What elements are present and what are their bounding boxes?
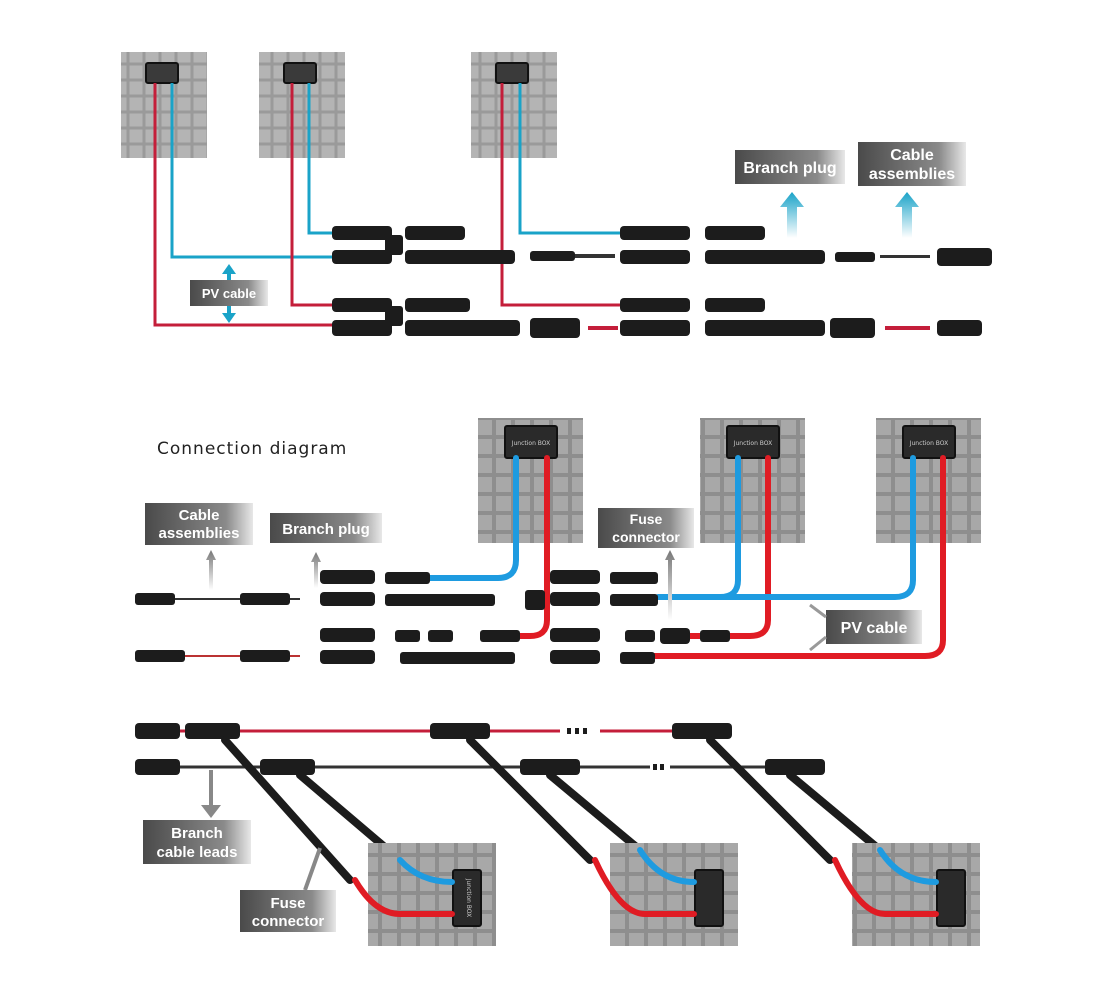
positive-wire xyxy=(592,857,697,917)
svg-text:Branch plug: Branch plug xyxy=(282,521,370,538)
svg-text:Cable: Cable xyxy=(890,147,934,164)
connectors-row xyxy=(135,570,730,664)
solar-panel: Junction BOX xyxy=(700,418,805,543)
negative-wire xyxy=(170,83,335,259)
branch-plug-connectors xyxy=(332,226,992,338)
section-1: Branch plug Cable assemblies PV cable xyxy=(121,52,992,338)
pointer-arrow-icon xyxy=(303,847,322,891)
svg-text:assemblies: assemblies xyxy=(869,166,955,183)
junction-box-label: Junction BOX xyxy=(511,440,551,447)
svg-text:connector: connector xyxy=(612,529,680,545)
section-2: Connection diagram Junction BOX Junction… xyxy=(135,418,981,664)
up-arrow-icon xyxy=(206,550,675,620)
branch-plug-label: Branch plug xyxy=(270,513,382,543)
svg-text:Cable: Cable xyxy=(179,507,220,524)
positive-wire xyxy=(647,455,946,659)
svg-text:Fuse: Fuse xyxy=(270,895,305,912)
solar-panel: Junction BOX xyxy=(368,843,496,946)
down-arrow-icon xyxy=(201,770,221,818)
positive-wire xyxy=(500,83,625,307)
diagram-title: Connection diagram xyxy=(157,439,347,459)
negative-wire xyxy=(518,83,625,235)
up-arrow-icon xyxy=(895,192,919,238)
solar-panel xyxy=(121,52,207,158)
svg-text:Branch plug: Branch plug xyxy=(743,160,836,177)
pointer-arrow-icon xyxy=(809,603,827,652)
solar-panel xyxy=(259,52,345,158)
solar-panel xyxy=(471,52,557,158)
junction-box-label: Junction BOX xyxy=(733,440,773,447)
svg-text:assemblies: assemblies xyxy=(159,525,240,542)
positive-wire xyxy=(352,877,455,917)
cable-assemblies-label: Cable assemblies xyxy=(145,503,253,545)
double-arrow-icon xyxy=(222,264,236,323)
negative-wire xyxy=(677,455,916,600)
positive-wire xyxy=(153,83,335,327)
pv-cable-label: PV cable xyxy=(826,610,922,644)
branch-plug-label: Branch plug xyxy=(735,150,845,184)
solar-panel xyxy=(852,843,980,946)
section-3: Junction BOX Branch cable leads Fuse xyxy=(135,723,980,946)
positive-wire xyxy=(290,83,335,307)
fuse-connector-label: Fuse connector xyxy=(240,890,336,932)
fuse-connector-label: Fuse connector xyxy=(598,508,694,548)
solar-panel xyxy=(610,843,738,946)
negative-wire xyxy=(427,455,519,581)
svg-text:Branch: Branch xyxy=(171,825,223,842)
svg-text:cable leads: cable leads xyxy=(157,844,238,861)
solar-panel: Junction BOX xyxy=(478,418,583,543)
pv-cable-label: PV cable xyxy=(190,280,268,306)
svg-text:Fuse: Fuse xyxy=(630,511,663,527)
svg-text:connector: connector xyxy=(252,913,325,930)
positive-wire xyxy=(832,857,939,917)
negative-wire xyxy=(877,847,939,885)
svg-text:Junction BOX: Junction BOX xyxy=(465,878,472,918)
negative-wire xyxy=(637,847,697,885)
positive-wire xyxy=(677,455,771,639)
svg-text:PV cable: PV cable xyxy=(202,286,256,301)
junction-box-label: Junction BOX xyxy=(909,440,949,447)
positive-wire xyxy=(497,455,550,639)
negative-wire xyxy=(397,857,455,885)
up-arrow-icon xyxy=(780,192,804,238)
cable-assemblies-label: Cable assemblies xyxy=(858,142,966,186)
negative-wire xyxy=(307,83,335,235)
solar-panel: Junction BOX xyxy=(876,418,981,543)
branch-cable-leads-label: Branch cable leads xyxy=(143,820,251,864)
svg-text:PV cable: PV cable xyxy=(841,620,908,637)
